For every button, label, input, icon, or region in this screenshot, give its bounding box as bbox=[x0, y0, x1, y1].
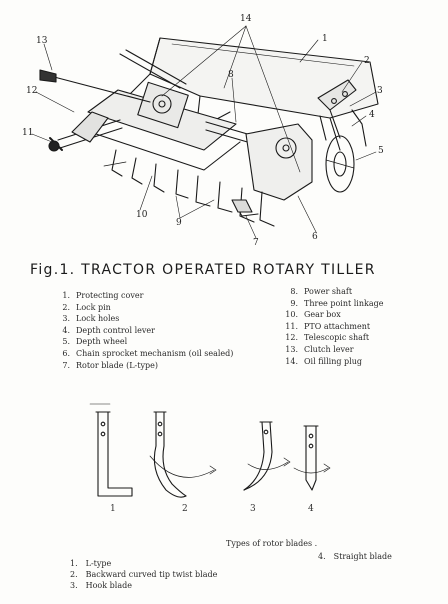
callout-9: 9 bbox=[176, 218, 182, 228]
legend-label: Oil filling plug bbox=[304, 356, 362, 366]
legend-item: 12. Telescopic shaft bbox=[282, 332, 383, 344]
legend-number: 10. bbox=[285, 310, 298, 320]
legend-item: 14. Oil filling plug bbox=[282, 356, 383, 368]
legend-label: Three point linkage bbox=[304, 298, 384, 308]
callout-1: 1 bbox=[322, 34, 328, 44]
blade-legend-number: 4. bbox=[318, 552, 326, 561]
blade-legend-number: 1. bbox=[70, 559, 78, 568]
legend-number: 5. bbox=[62, 337, 70, 347]
legend-label: Telescopic shaft bbox=[304, 333, 370, 343]
legend-label: PTO attachment bbox=[304, 321, 371, 331]
callout-6: 6 bbox=[312, 232, 318, 242]
blade-legend-item: 1. L-type bbox=[70, 558, 217, 569]
blade-legend-left: 1. L-type 2. Backward curved tip twist bla… bbox=[70, 558, 217, 591]
blade-number-3: 3 bbox=[250, 504, 256, 514]
legend-item: 7. Rotor blade (L-type) bbox=[54, 360, 233, 372]
legend-label: Lock pin bbox=[76, 302, 111, 312]
legend-item: 5. Depth wheel bbox=[54, 336, 233, 348]
straight-blade-drawing bbox=[293, 425, 331, 491]
l-type-blade-drawing bbox=[89, 403, 133, 497]
curved-twist-blade-drawing bbox=[149, 411, 217, 498]
legend-number: 8. bbox=[290, 287, 298, 296]
legend-item: 1. Protecting cover bbox=[54, 290, 233, 302]
legend-label: Depth wheel bbox=[76, 337, 128, 347]
callout-7: 7 bbox=[253, 238, 259, 248]
legend-number: 11. bbox=[285, 321, 298, 331]
legend-number: 2. bbox=[62, 302, 70, 312]
legend-item: 6. Chain sprocket mechanism (oil sealed) bbox=[54, 348, 233, 360]
legend-item: 11. PTO attachment bbox=[282, 321, 383, 333]
callout-10: 10 bbox=[136, 210, 148, 220]
blade-legend-item: 4. Straight blade bbox=[318, 551, 392, 562]
callout-13: 13 bbox=[36, 36, 48, 46]
callout-5: 5 bbox=[378, 146, 384, 156]
legend-number: 6. bbox=[62, 348, 70, 358]
legend-label: Gear box bbox=[304, 310, 341, 320]
legend-label: Lock holes bbox=[76, 314, 120, 324]
blade-number-4: 4 bbox=[308, 504, 314, 514]
blade-legend-item: 2. Backward curved tip twist blade bbox=[70, 569, 217, 580]
legend-number: 1. bbox=[62, 291, 70, 300]
legend-item: 3. Lock holes bbox=[54, 313, 233, 325]
blade-legend-right: 4. Straight blade bbox=[318, 551, 392, 562]
callout-3: 3 bbox=[377, 86, 383, 96]
legend-label: Depth control lever bbox=[76, 325, 155, 335]
legend-number: 12. bbox=[285, 333, 298, 343]
legend-number: 9. bbox=[290, 298, 298, 308]
legend-number: 14. bbox=[285, 356, 298, 366]
blade-legend-label: Backward curved tip twist blade bbox=[85, 570, 218, 579]
blade-legend-number: 2. bbox=[70, 570, 78, 579]
callout-11: 11 bbox=[22, 128, 34, 138]
legend-item: 8. Power shaft bbox=[282, 286, 383, 298]
legend-item: 9. Three point linkage bbox=[282, 298, 383, 310]
legend-number: 7. bbox=[62, 360, 70, 370]
blade-legend-label: Straight blade bbox=[333, 552, 392, 561]
blade-legend-label: L-type bbox=[85, 559, 112, 568]
legend-number: 3. bbox=[62, 314, 70, 324]
legend-item: 13. Clutch lever bbox=[282, 344, 383, 356]
legend-item: 2. Lock pin bbox=[54, 302, 233, 314]
legend-label: Power shaft bbox=[304, 287, 353, 296]
blade-legend-number: 3. bbox=[70, 581, 78, 590]
legend-number: 4. bbox=[62, 325, 70, 335]
legend-label: Clutch lever bbox=[304, 344, 354, 354]
blade-number-2: 2 bbox=[182, 504, 188, 514]
legend-item: 4. Depth control lever bbox=[54, 325, 233, 337]
blade-types-caption: Types of rotor blades . bbox=[226, 539, 318, 548]
parts-legend-left: 1. Protecting cover 2. Lock pin 3. Lock hol… bbox=[54, 290, 233, 371]
callout-14: 14 bbox=[240, 14, 252, 24]
legend-label: Chain sprocket mechanism (oil sealed) bbox=[76, 348, 234, 358]
legend-item: 10. Gear box bbox=[282, 309, 383, 321]
legend-label: Protecting cover bbox=[76, 291, 144, 300]
legend-label: Rotor blade (L-type) bbox=[76, 360, 158, 370]
callout-2: 2 bbox=[364, 56, 370, 66]
parts-legend-right: 8. Power shaft 9. Three point linkage 10. G… bbox=[282, 286, 383, 367]
callout-12: 12 bbox=[26, 86, 38, 96]
callout-4: 4 bbox=[369, 110, 375, 120]
figure-title: Fig.1. TRACTOR OPERATED ROTARY TILLER bbox=[30, 262, 376, 278]
callout-8: 8 bbox=[228, 70, 234, 80]
hook-blade-drawing bbox=[243, 421, 291, 491]
blade-legend-label: Hook blade bbox=[85, 581, 132, 590]
legend-number: 13. bbox=[285, 344, 298, 354]
blade-number-1: 1 bbox=[110, 504, 116, 514]
blade-legend-item: 3. Hook blade bbox=[70, 580, 217, 591]
